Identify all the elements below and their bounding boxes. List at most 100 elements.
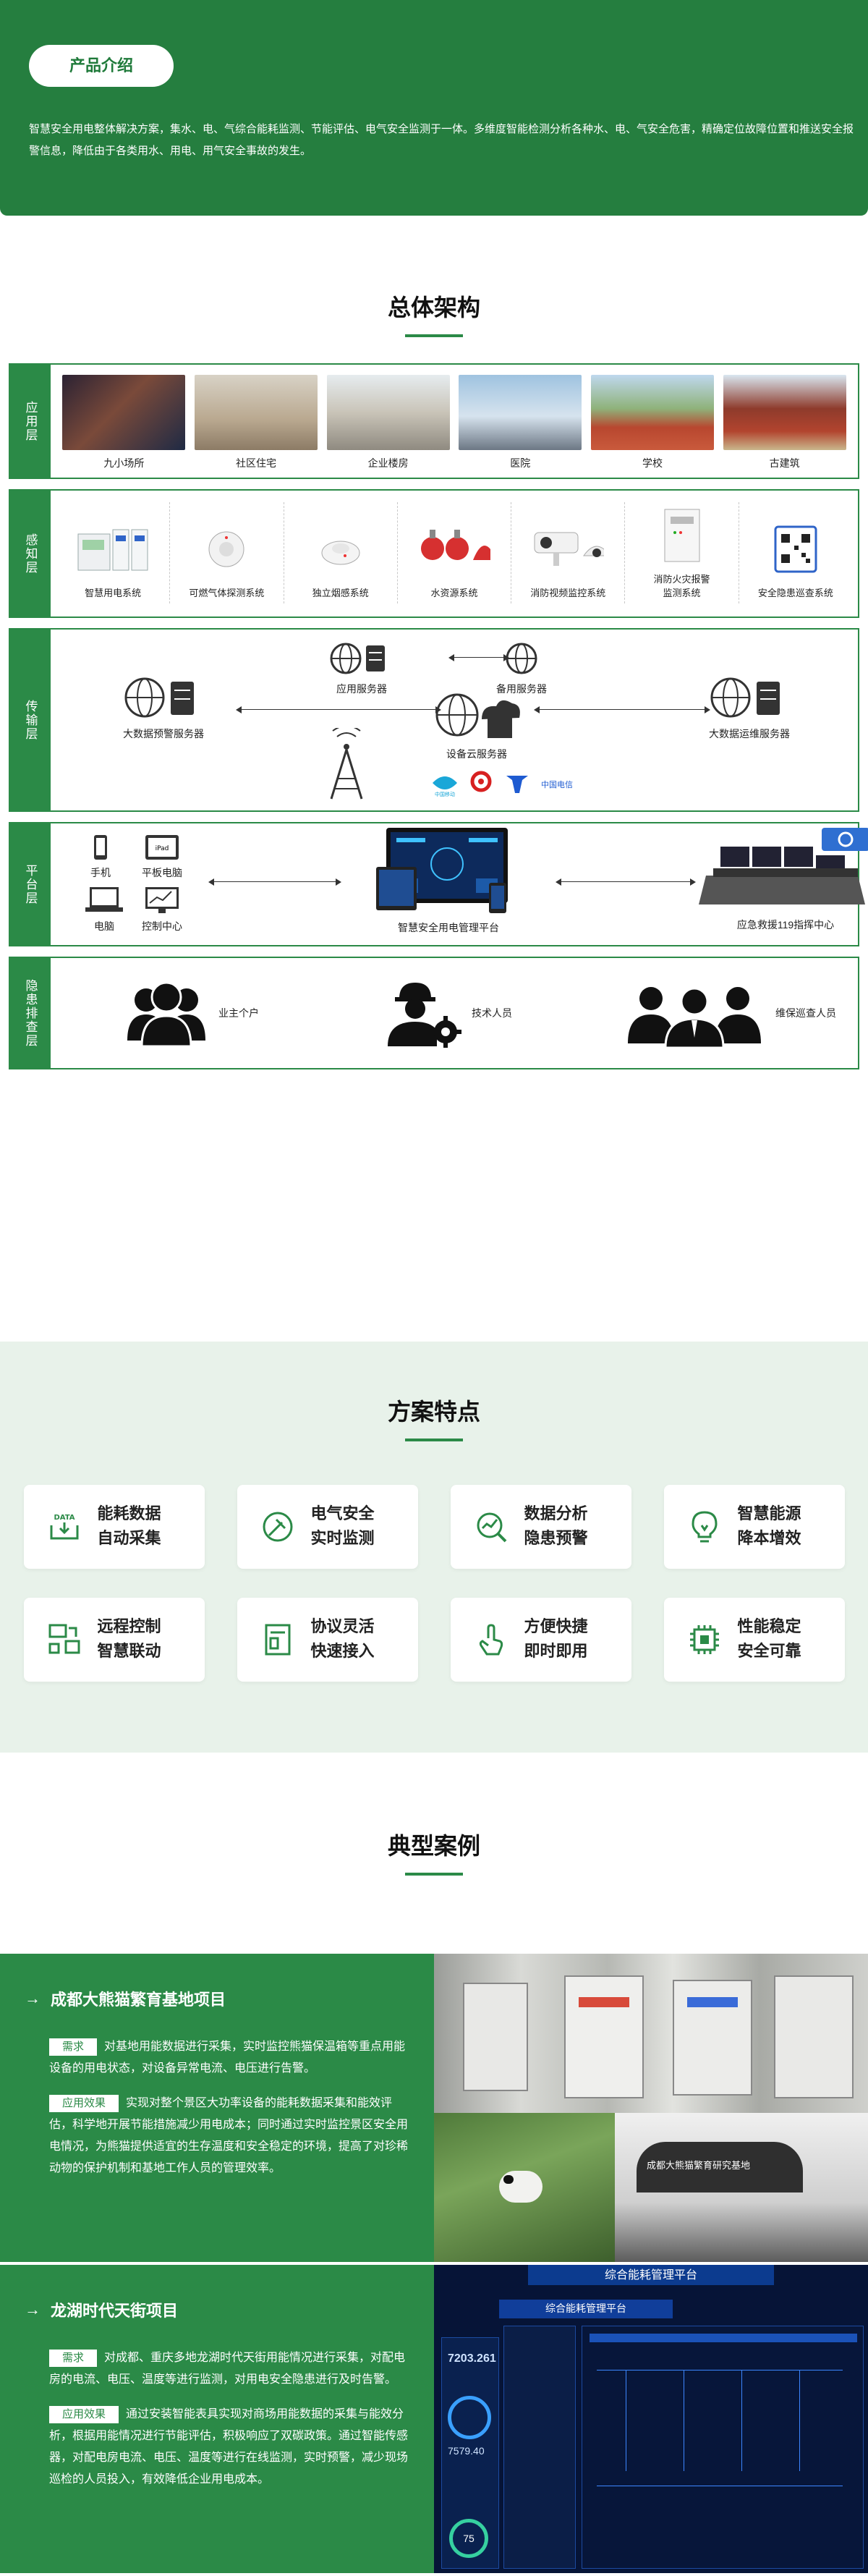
case-item: → 龙湖时代天街项目 需求对成都、重庆多地龙湖时代天街用能情况进行采集，对配电房的… xyxy=(0,2265,868,2573)
link-arrow xyxy=(208,878,341,886)
app-item: 医院 xyxy=(459,375,582,470)
svg-text:中国电信: 中国电信 xyxy=(541,780,573,789)
camera-icon xyxy=(532,520,605,578)
monitor-chart-icon xyxy=(145,887,179,913)
bulb-icon xyxy=(687,1509,722,1544)
app-item: 九小场所 xyxy=(62,375,186,470)
arrow-right-icon: → xyxy=(25,2300,41,2318)
sense-item: 消防视频监控系统 xyxy=(511,502,626,603)
platform-screen-icon xyxy=(376,828,508,913)
layer-platform: 平台层 手机 iPad 平板电脑 电脑 控制中心 xyxy=(9,822,868,946)
signal-tower-icon xyxy=(321,728,372,800)
data-icon: DATA xyxy=(47,1509,82,1544)
feature-card: 电气安全实时监测 xyxy=(237,1485,418,1569)
emergency-center-node: 应急救援119指挥中心 xyxy=(699,825,868,932)
app-item: 古建筑 xyxy=(723,375,846,470)
panda-photo xyxy=(434,2113,615,2262)
venue-photo xyxy=(326,375,450,450)
chip-icon xyxy=(687,1622,722,1657)
layer-label-platform: 平台层 xyxy=(23,863,38,905)
phone-node: 手机 xyxy=(90,834,111,880)
case-photo-collage: 成都大熊猫繁育研究基地 xyxy=(434,1954,868,2262)
case-title: 龙湖时代天街项目 xyxy=(51,2302,179,2320)
plug-icon xyxy=(260,1509,295,1544)
app-item: 学校 xyxy=(590,375,714,470)
layer-inspection: 隐患排查层 业主个户 技术人员 维保巡查人员 xyxy=(9,957,859,1069)
intro-text: 智慧安全用电整体解决方案，集水、电、气综合能耗监测、节能评估、电气安全监测于一体… xyxy=(29,123,854,157)
water-sensor-icon xyxy=(418,520,490,578)
backup-server-node: 备用服务器 xyxy=(496,638,547,696)
energy-platform-screenshot: 综合能耗管理平台 综合能耗管理平台 7203.261 7579.40 75 xyxy=(434,2265,868,2573)
smoke-detector-icon xyxy=(305,520,377,578)
carrier-logos: 中国移动 中国电信 xyxy=(427,768,579,797)
globe-icon xyxy=(506,643,537,674)
analysis-icon xyxy=(474,1509,509,1544)
china-telecom-text-logo: 中国电信 xyxy=(541,780,573,789)
venue-photo xyxy=(194,375,318,450)
pc-node: 电脑 xyxy=(82,884,126,933)
layer-label-inspection: 隐患排查层 xyxy=(23,978,38,1048)
link-arrow xyxy=(236,706,441,713)
app-item: 企业楼房 xyxy=(326,375,450,470)
architecture-title: 总体架构 xyxy=(387,294,480,321)
research-base-building-photo: 成都大熊猫繁育研究基地 xyxy=(615,2113,868,2262)
engineer-gear-icon xyxy=(388,983,461,1048)
cloud-server-node: 设备云服务器 xyxy=(430,686,524,761)
case-item: → 成都大熊猫繁育基地项目 需求对基地用能数据进行采集，实时监控熊猫保温箱等重点用… xyxy=(0,1954,868,2262)
feature-card: 性能稳定安全可靠 xyxy=(663,1598,845,1682)
title-underline xyxy=(405,1873,463,1876)
business-team-icon xyxy=(628,987,761,1049)
china-telecom-logo-icon xyxy=(506,776,528,793)
features-section: 方案特点 DATA 能耗数据自动采集 电气安全实时监测 数据分析隐患预警 智慧能… xyxy=(0,1342,868,1753)
meter-icon xyxy=(77,520,149,578)
case-need: 需求对基地用能数据进行采集，实时监控熊猫保温箱等重点用能设备的用电状态，对设备异… xyxy=(25,2036,409,2080)
sense-item: 独立烟感系统 xyxy=(284,502,398,603)
feature-card: 方便快捷即时即用 xyxy=(450,1598,631,1682)
layer-label-perception: 感知层 xyxy=(23,533,38,575)
app-server-node: 应用服务器 xyxy=(326,638,398,696)
svg-text:iPad: iPad xyxy=(156,845,169,852)
tablet-node: iPad 平板电脑 xyxy=(142,834,182,880)
arrow-right-icon: → xyxy=(25,1989,41,2007)
case-effect: 应用效果实现对整个景区大功率设备的能耗数据采集和能效评估，科学地开展节能措施减少… xyxy=(25,2093,409,2179)
fire-alarm-panel-icon xyxy=(646,507,718,564)
sense-item: 水资源系统 xyxy=(398,502,512,603)
svg-text:DATA: DATA xyxy=(54,1514,75,1522)
cloud-server-icon xyxy=(435,693,520,738)
app-item: 社区住宅 xyxy=(194,375,318,470)
intro-title: 产品介绍 xyxy=(29,45,174,87)
case-need: 需求对成都、重庆多地龙湖时代天街用能情况进行采集，对配电房的电流、电压、温度等进… xyxy=(25,2347,409,2391)
laptop-icon xyxy=(85,887,123,912)
china-mobile-logo-icon: 中国移动 xyxy=(433,776,457,797)
remote-icon xyxy=(47,1622,82,1657)
layer-label-application: 应用层 xyxy=(23,400,38,442)
venue-photo xyxy=(459,375,582,450)
control-node: 控制中心 xyxy=(142,884,182,933)
layer-label-transmission: 传输层 xyxy=(23,699,38,741)
cases-section: 典型案例 → 成都大熊猫繁育基地项目 需求对基地用能数据进行采集，实时监控熊猫保温… xyxy=(0,1753,868,2573)
sense-item: 安全隐患巡查系统 xyxy=(739,502,852,603)
role-owner: 业主个户 xyxy=(123,977,259,1049)
link-arrow xyxy=(556,878,696,886)
touch-icon xyxy=(474,1622,509,1657)
architecture-section: 总体架构 应用层 九小场所 社区住宅 企业楼房 xyxy=(0,216,868,1342)
tablet-icon: iPad xyxy=(145,835,179,860)
server-globe-icon xyxy=(330,643,385,674)
layer-perception: 感知层 智慧用电系统 可燃气体探测系统 xyxy=(9,489,859,618)
feature-card: 协议灵活快速接入 xyxy=(237,1598,418,1682)
sense-item: 可燃气体探测系统 xyxy=(170,502,284,603)
qr-code-icon xyxy=(760,520,832,578)
case-title: 成都大熊猫繁育基地项目 xyxy=(51,1991,226,2009)
role-technician: 技术人员 xyxy=(383,977,512,1049)
big-data-alarm-node: 大数据预警服务器 xyxy=(120,673,207,741)
protocol-icon xyxy=(260,1622,295,1657)
cases-title: 典型案例 xyxy=(387,1832,480,1860)
server-globe-icon xyxy=(124,677,194,718)
sense-item: 智慧用电系统 xyxy=(56,502,171,603)
svg-text:中国移动: 中国移动 xyxy=(435,791,455,797)
big-data-ops-node: 大数据运维服务器 xyxy=(706,673,793,741)
feature-card: 智慧能源降本增效 xyxy=(663,1485,845,1569)
feature-card: 数据分析隐患预警 xyxy=(450,1485,631,1569)
title-underline xyxy=(405,334,463,337)
case-effect: 应用效果通过安装智能表具实现对商场用能数据的采集与能效分析，根据用能情况进行节能… xyxy=(25,2404,409,2491)
